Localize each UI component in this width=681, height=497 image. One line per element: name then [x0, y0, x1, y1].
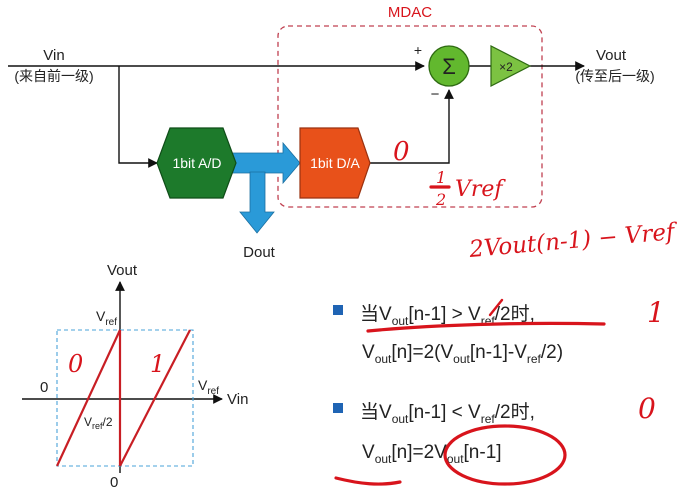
- half-numerator: 1: [436, 168, 446, 187]
- vin-note: (来自前一级): [14, 68, 93, 84]
- adc-label: 1bit A/D: [172, 155, 221, 171]
- rule1-bullet: [333, 305, 343, 315]
- rules: 当Vout[n-1] > Vref/2时, Vout[n]=2(Vout[n-1…: [333, 303, 563, 466]
- rule2-formula: Vout[n]=2Vout[n-1]: [362, 442, 502, 466]
- range-box: [56, 329, 194, 467]
- adc-block: [156, 127, 237, 199]
- curve-segment-low: [56, 329, 121, 467]
- gain-block: [490, 45, 532, 87]
- block-diagram: MDAC Vin (来自前一级) Σ + − ×2 Vout (传至后一级) 1…: [8, 4, 655, 261]
- dac-label: 1bit D/A: [310, 155, 360, 171]
- vin-to-adc-wire: [118, 66, 158, 168]
- mdac-boundary: [277, 25, 543, 208]
- rule2-bullet: [333, 403, 343, 413]
- summer-plus: +: [414, 42, 422, 58]
- dout-arrow: [231, 141, 301, 234]
- vin-label: Vin: [43, 47, 64, 64]
- summer-symbol: Σ: [442, 54, 456, 79]
- rule2-condition: 当Vout[n-1] < Vref/2时,: [360, 401, 535, 426]
- rule2-bit-note: 0: [638, 392, 656, 425]
- vout-label: Vout: [596, 47, 627, 64]
- rule1-bit-note: 1: [647, 296, 665, 329]
- dout-label: Dout: [243, 244, 276, 261]
- origin-left-label: 0: [40, 379, 48, 396]
- dac-to-sum-wire: [370, 89, 454, 164]
- summer-circle: [428, 45, 470, 87]
- gain-label: ×2: [499, 60, 513, 74]
- y-axis-label: Vout: [107, 262, 138, 279]
- origin-bottom-label: 0: [110, 474, 118, 491]
- half-vref-label: Vref/2: [84, 415, 113, 431]
- rule1-condition: 当Vout[n-1] > Vref/2时,: [360, 303, 535, 328]
- x-axis-label: Vin: [227, 391, 248, 408]
- rule1-formula: Vout[n]=2(Vout[n-1]-Vref/2): [362, 342, 563, 366]
- plot-one-note: 1: [150, 350, 165, 378]
- dac-zero-note: 0: [393, 137, 410, 167]
- vref-top-label: Vref: [96, 308, 117, 328]
- plot-zero-note: 0: [68, 350, 83, 378]
- dac-block: [299, 127, 371, 199]
- vref-hand-note: Vref: [455, 177, 506, 202]
- rule2-underline: [334, 476, 402, 486]
- rule1-underline: [366, 321, 606, 333]
- summer-minus: −: [431, 86, 440, 103]
- rule1-strike: [488, 298, 504, 317]
- transfer-plot: Vout Vin Vref Vref Vref/2 0 0: [22, 262, 248, 491]
- half-denominator: 2: [435, 190, 446, 209]
- rule2-highlight-circle: [443, 424, 567, 486]
- formula-hand-note: 2Vout(n-1) − Vref: [467, 219, 679, 263]
- curve-segment-high: [119, 329, 191, 467]
- vout-note: (传至后一级): [575, 68, 654, 84]
- vref-right-label: Vref: [198, 377, 219, 397]
- mdac-label: MDAC: [388, 4, 432, 21]
